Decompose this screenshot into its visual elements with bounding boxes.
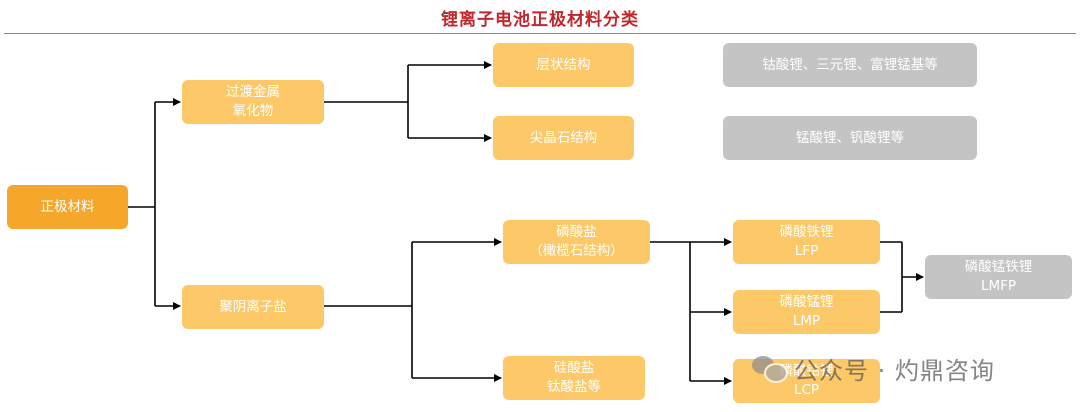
node-cathode-material-label: 正极材料 (40, 198, 95, 215)
node-lcp-line1: 磷酸钴锂 (779, 363, 834, 379)
node-lmfp: 磷酸锰铁锂 LMFP (925, 255, 1072, 299)
node-cathode-material: 正极材料 (7, 185, 128, 229)
node-phosphate-line2: （橄榄石结构） (529, 243, 624, 259)
node-silicate-titanate: 硅酸盐 钛酸盐等 (503, 356, 645, 400)
node-phosphate-line1: 磷酸盐 (556, 224, 597, 240)
node-lmfp-line2: LMFP (980, 278, 1017, 294)
node-polyanion-salt: 聚阴离子盐 (182, 285, 324, 329)
watermark-text: 公众号 · 灼鼎咨询 (794, 356, 995, 385)
node-lmfp-line1: 磷酸锰铁锂 (964, 259, 1033, 275)
node-transition-metal-oxide: 过渡金属 氧化物 (182, 80, 324, 124)
node-spinel-structure-label: 尖晶石结构 (529, 129, 598, 146)
example-spinel-materials: 锰酸锂、钒酸锂等 (723, 116, 977, 160)
example-layered-materials: 钴酸锂、三元锂、富锂锰基等 (723, 43, 977, 87)
node-lmp-line1: 磷酸锰锂 (779, 294, 834, 310)
node-phosphate: 磷酸盐 （橄榄石结构） (503, 220, 650, 264)
node-layered-structure-label: 层状结构 (536, 56, 591, 73)
node-lfp-line1: 磷酸铁锂 (779, 224, 834, 240)
example-spinel-materials-text: 锰酸锂、钒酸锂等 (796, 129, 904, 146)
title-divider (4, 33, 1076, 34)
node-polyanion-salt-label: 聚阴离子盐 (219, 298, 287, 315)
diagram-title: 锂离子电池正极材料分类 (441, 10, 639, 30)
node-silicate-titanate-line1: 硅酸盐 (553, 360, 595, 376)
node-lcp-line2: LCP (793, 382, 820, 398)
wechat-watermark: 公众号 · 灼鼎咨询 (752, 350, 995, 386)
example-layered-materials-text: 钴酸锂、三元锂、富锂锰基等 (762, 56, 938, 73)
node-layered-structure: 层状结构 (493, 43, 634, 87)
node-lmp-line2: LMP (792, 313, 821, 329)
node-lfp: 磷酸铁锂 LFP (733, 220, 880, 264)
node-lfp-line2: LFP (794, 243, 819, 259)
node-spinel-structure: 尖晶石结构 (493, 116, 634, 160)
node-silicate-titanate-line2: 钛酸盐等 (547, 379, 601, 395)
node-transition-metal-oxide-line1: 过渡金属 (226, 84, 280, 100)
node-lmp: 磷酸锰锂 LMP (733, 290, 880, 334)
wechat-icon (752, 354, 788, 383)
node-transition-metal-oxide-line2: 氧化物 (232, 103, 274, 119)
